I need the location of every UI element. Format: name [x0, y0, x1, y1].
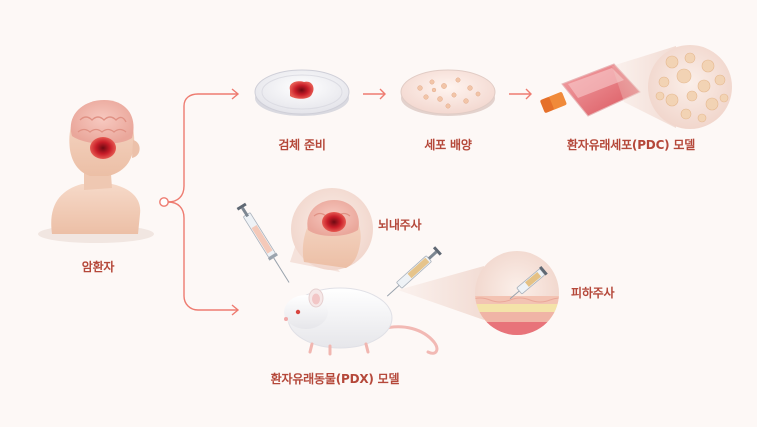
syringe-subcutaneous-icon: [386, 246, 442, 297]
syringe-brain-icon: [236, 202, 290, 283]
patient-figure: [38, 100, 154, 243]
brain-injection-label: 뇌내주사: [378, 218, 422, 232]
mouse-figure: [284, 287, 439, 356]
branch-node: [159, 197, 169, 207]
culture-step-label: 세포 배양: [424, 138, 472, 152]
pdc-model-label: 환자유래세포(PDC) 모델: [566, 138, 696, 152]
specimen-dish: [254, 69, 350, 116]
subcutaneous-injection-label: 피하주사: [571, 286, 615, 300]
pdc-cells-circle: [648, 45, 732, 129]
brain-injection-circle: [291, 188, 373, 270]
subcutaneous-zoom-beam: [398, 266, 484, 320]
patient-label: 암환자: [81, 260, 115, 274]
patient-brain: [70, 100, 134, 159]
culture-dish: [400, 69, 496, 116]
pdx-model-label: 환자유래동물(PDX) 모델: [270, 372, 400, 386]
specimen-step-label: 검체 준비: [278, 138, 326, 152]
connector-lines: [167, 88, 532, 316]
